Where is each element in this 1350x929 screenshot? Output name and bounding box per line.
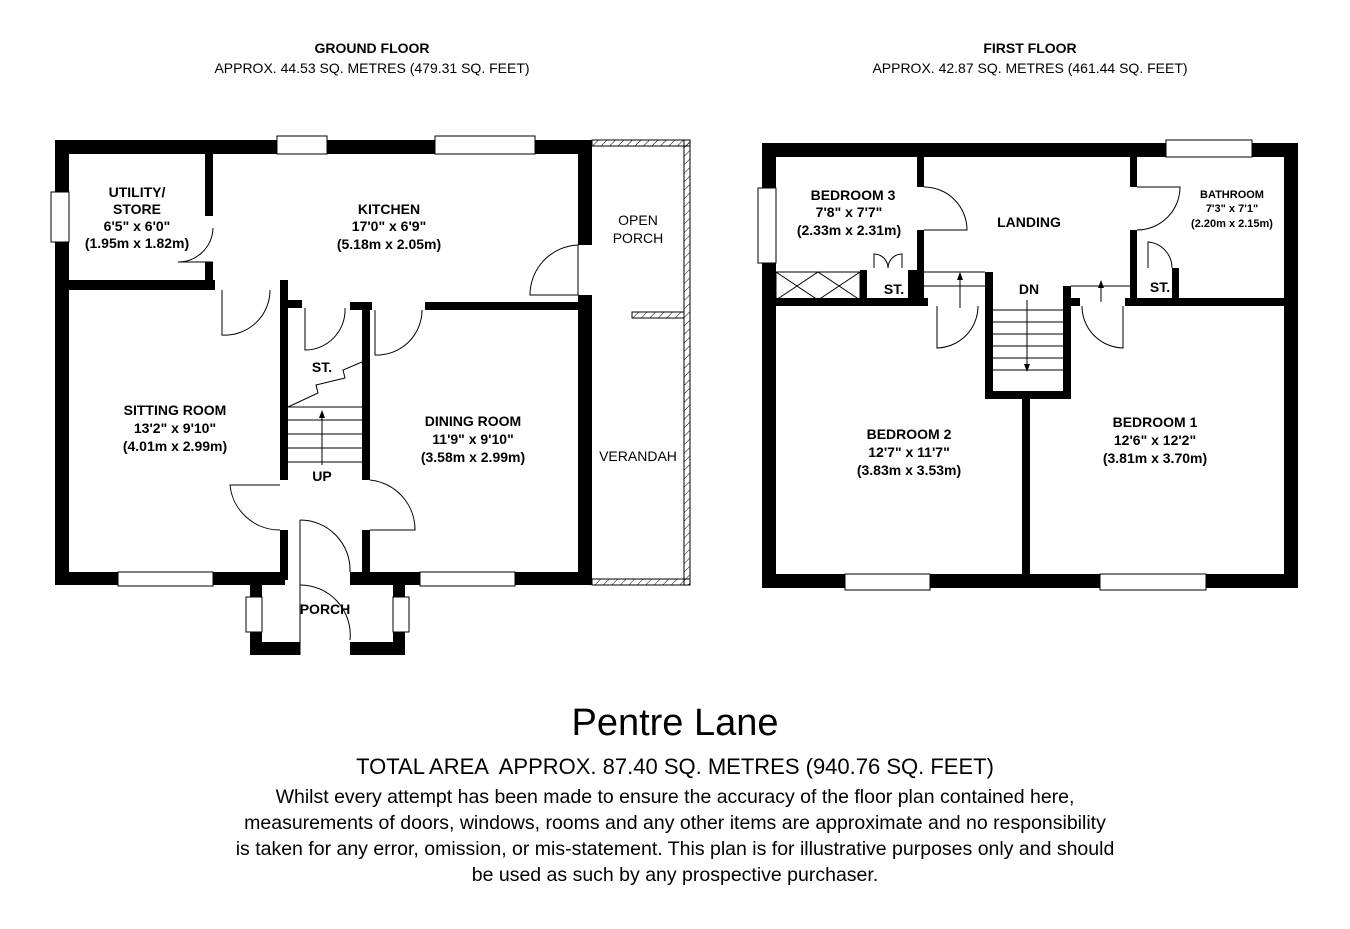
- ground-floor-area: APPROX. 44.53 SQ. METRES (479.31 SQ. FEE…: [214, 60, 529, 76]
- landing-label: LANDING: [997, 214, 1061, 230]
- dining-room-label: DINING ROOM: [425, 413, 521, 429]
- bedroom2-metric: (3.83m x 3.53m): [857, 462, 961, 478]
- disclaimer-line-1: Whilst every attempt has been made to en…: [276, 786, 1075, 808]
- ground-store-label: ST.: [312, 359, 332, 375]
- utility-label-1: UTILITY/: [109, 184, 166, 200]
- sitting-room-label: SITTING ROOM: [124, 402, 227, 418]
- ground-floor-title: GROUND FLOOR: [314, 40, 429, 56]
- bedroom2-imperial: 12'7" x 11'7": [868, 444, 949, 460]
- bedroom3-label: BEDROOM 3: [811, 187, 896, 203]
- bathroom-metric: (2.20m x 2.15m): [1191, 218, 1273, 230]
- bedroom1-metric: (3.81m x 3.70m): [1103, 450, 1207, 466]
- disclaimer-line-2: measurements of doors, windows, rooms an…: [244, 812, 1106, 834]
- open-porch-label-1: OPEN: [618, 212, 658, 228]
- first-floor-plan: [757, 139, 1298, 591]
- property-name: Pentre Lane: [571, 702, 778, 744]
- utility-metric: (1.95m x 1.82m): [85, 235, 189, 251]
- disclaimer-line-3: is taken for any error, omission, or mis…: [236, 838, 1115, 860]
- kitchen-imperial: 17'0" x 6'9": [352, 218, 426, 234]
- sitting-room-metric: (4.01m x 2.99m): [123, 438, 227, 454]
- bedroom3-metric: (2.33m x 2.31m): [797, 222, 901, 238]
- porch-label: PORCH: [300, 601, 351, 617]
- dining-room-metric: (3.58m x 2.99m): [421, 449, 525, 465]
- first-stairs: [924, 271, 1130, 372]
- total-area: TOTAL AREA APPROX. 87.40 SQ. METRES (940…: [356, 754, 994, 779]
- bedroom3-imperial: 7'8" x 7'7": [816, 204, 883, 220]
- dining-room-imperial: 11'9" x 9'10": [432, 431, 513, 447]
- stairs-down-label: DN: [1019, 281, 1039, 297]
- sitting-room-imperial: 13'2" x 9'10": [134, 420, 216, 436]
- bathroom-label: BATHROOM: [1200, 189, 1264, 201]
- utility-imperial: 6'5" x 6'0": [104, 218, 171, 234]
- bathroom-imperial: 7'3" x 7'1": [1206, 203, 1258, 215]
- bedroom1-label: BEDROOM 1: [1113, 414, 1198, 430]
- first-floor-title: FIRST FLOOR: [983, 40, 1076, 56]
- verandah-label: VERANDAH: [599, 448, 677, 464]
- bathroom-store-label: ST.: [1150, 279, 1170, 295]
- first-floor-area: APPROX. 42.87 SQ. METRES (461.44 SQ. FEE…: [872, 60, 1187, 76]
- open-porch-label-2: PORCH: [613, 230, 664, 246]
- disclaimer-line-4: be used as such by any prospective purch…: [472, 864, 879, 886]
- utility-label-2: STORE: [113, 201, 161, 217]
- stairs-up-label: UP: [312, 468, 331, 484]
- bedroom1-imperial: 12'6" x 12'2": [1114, 432, 1196, 448]
- bedroom3-store-label: ST.: [884, 281, 904, 297]
- bedroom2-label: BEDROOM 2: [867, 426, 952, 442]
- kitchen-metric: (5.18m x 2.05m): [337, 236, 441, 252]
- ground-stairs: [287, 361, 363, 465]
- kitchen-label: KITCHEN: [358, 201, 420, 217]
- ground-floor-plan: [50, 135, 691, 655]
